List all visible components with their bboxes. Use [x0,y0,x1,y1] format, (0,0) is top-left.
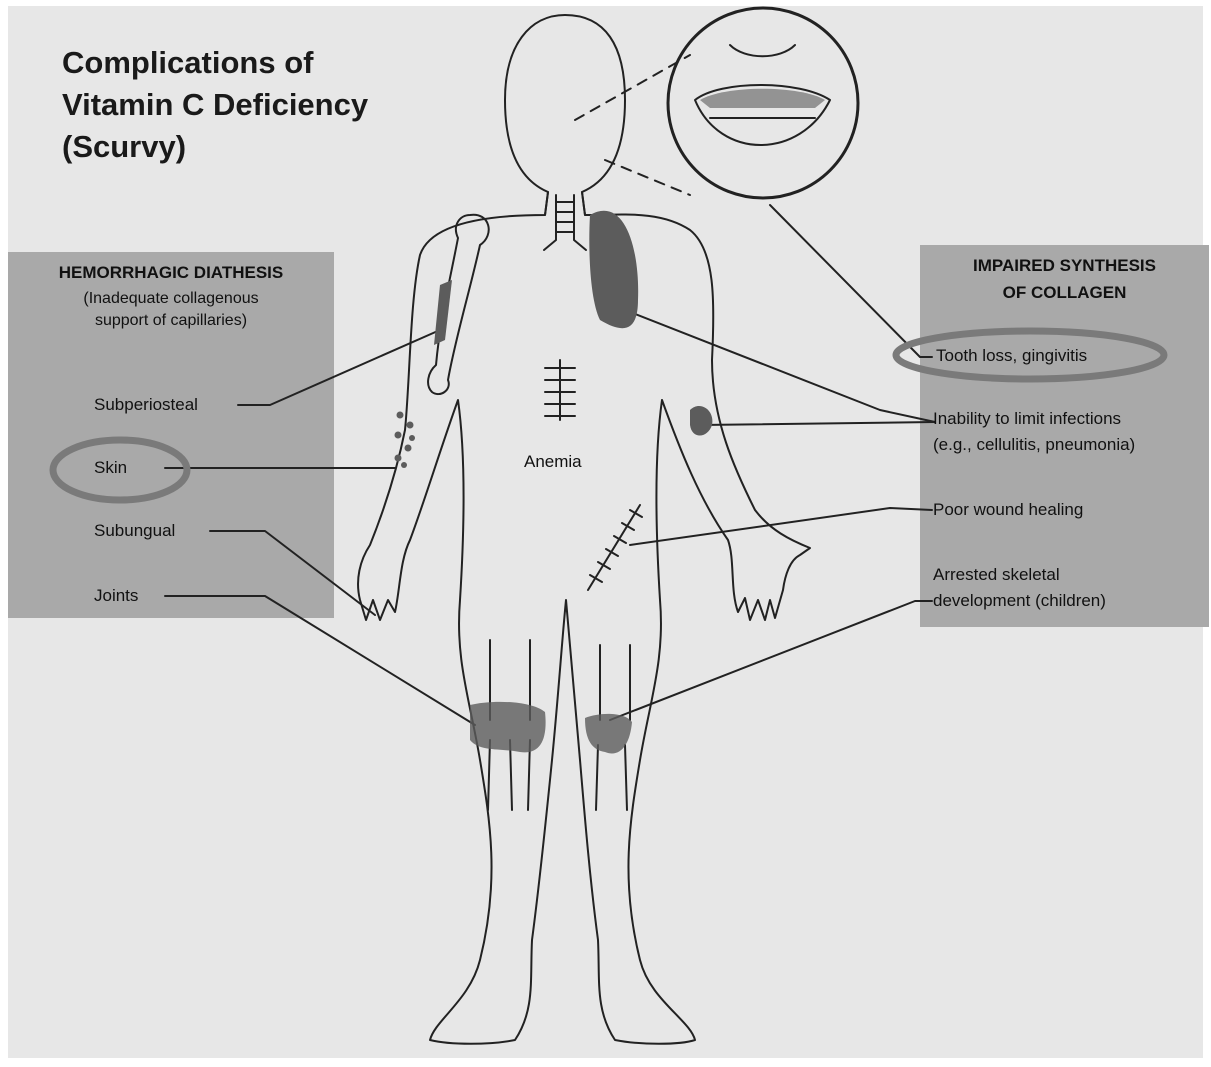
trachea [544,195,586,250]
humerus-bone [428,215,489,394]
figure-title: Complications of Vitamin C Deficiency (S… [62,42,368,168]
label-subperiosteal: Subperiosteal [94,394,198,416]
label-joints: Joints [94,585,138,607]
subperiosteal-hemorrhage [434,280,452,345]
skin-petechia [397,412,404,419]
label-tooth-loss: Tooth loss, gingivitis [936,345,1087,367]
leader-joints [165,596,475,725]
leader-tooth [770,205,932,357]
spine [545,360,575,420]
left-knee-hemorrhage [470,702,546,753]
leader-wound [630,508,932,545]
leader-infection-arm [700,422,935,425]
gum-bleeding [700,89,825,108]
label-infections: Inability to limit infections (e.g., cel… [933,406,1135,458]
label-wound-healing: Poor wound healing [933,499,1083,521]
label-anemia: Anemia [524,451,582,473]
cellulitis-lesion [690,406,712,436]
leader-subungual [210,531,375,615]
label-skin: Skin [94,457,127,479]
leader-infection-lung [625,310,935,422]
label-subungual: Subungual [94,520,175,542]
left-panel-heading: HEMORRHAGIC DIATHESIS [8,262,334,284]
wound-incision [588,505,642,590]
label-skeletal-development: Arrested skeletal development (children) [933,562,1106,614]
right-panel-heading: IMPAIRED SYNTHESIS OF COLLAGEN [920,252,1209,306]
lung-shaded [589,211,638,328]
left-panel-subheading: (Inadequate collagenous support of capil… [8,288,334,332]
